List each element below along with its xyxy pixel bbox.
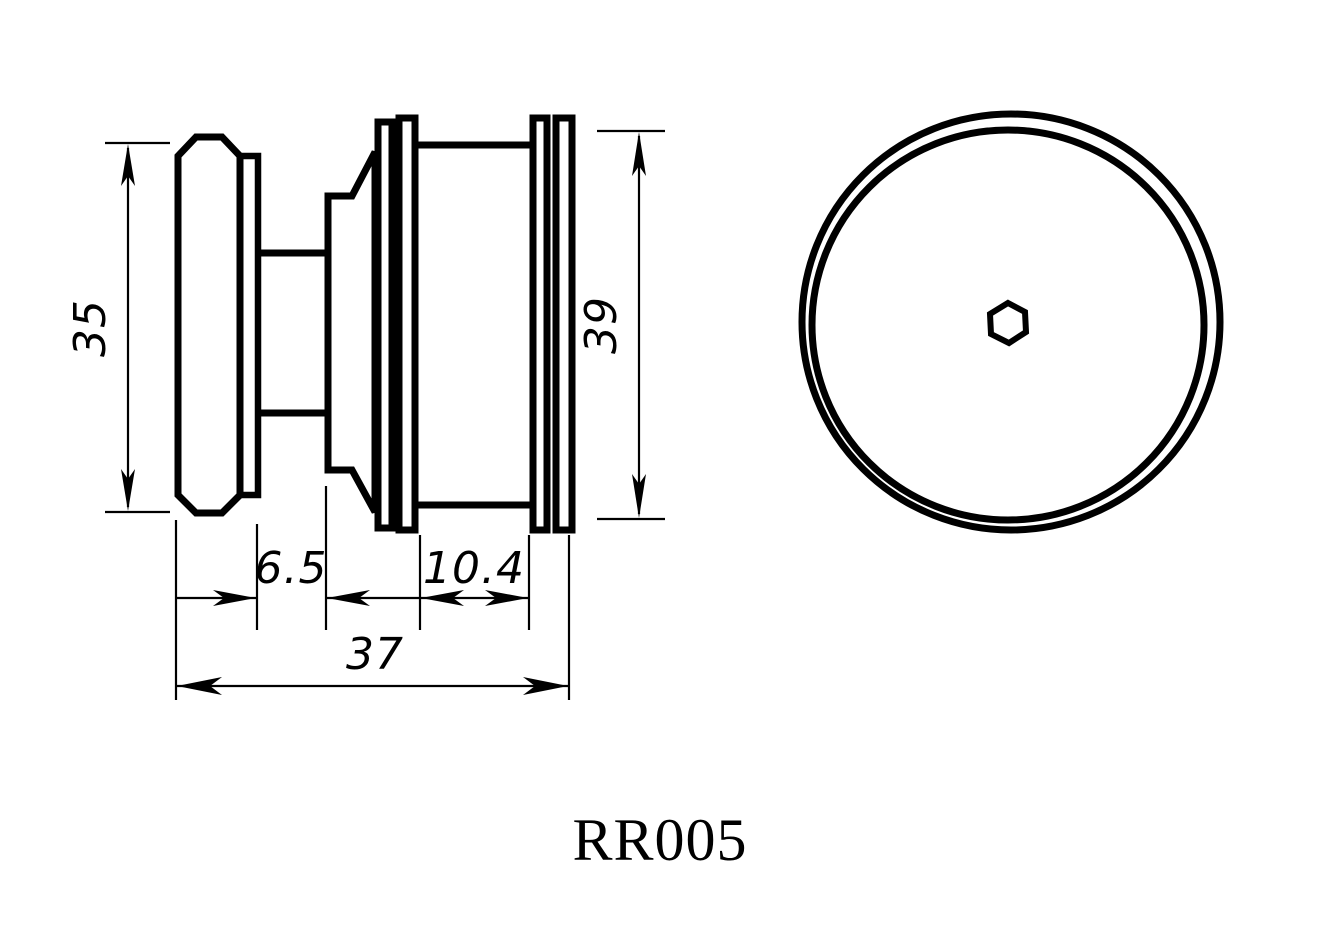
hex-socket-icon xyxy=(986,299,1030,347)
dimension-6-5: 6.5 xyxy=(176,543,420,606)
dim-10-4-arrow-right xyxy=(485,590,528,606)
dim-10-4-label: 10.4 xyxy=(423,543,525,594)
flange-body-profile xyxy=(324,150,379,514)
dimension-39: 39 xyxy=(576,129,665,521)
dim-10-4-arrow-left xyxy=(421,590,464,606)
cap-washer-plate xyxy=(240,152,262,499)
dim-37-arrow-right xyxy=(523,677,568,695)
dim-6-5-arrow-right xyxy=(327,590,370,606)
inner-circle xyxy=(808,126,1208,524)
outer-circle xyxy=(798,110,1224,534)
dimension-10-4: 10.4 xyxy=(420,543,529,606)
horizontal-extension-lines xyxy=(174,486,571,700)
cap-head-profile xyxy=(174,133,244,517)
dim-35-arrow-top xyxy=(121,144,135,186)
rim-plate-left-outer xyxy=(395,114,419,534)
rim-plate-right-inner xyxy=(529,114,551,534)
front-circular-view xyxy=(798,110,1224,534)
dim-6-5-arrow-left xyxy=(213,590,256,606)
dim-37-arrow-left xyxy=(177,677,222,695)
rim-plate-right-outer xyxy=(552,114,576,534)
dim-39-arrow-bottom xyxy=(632,474,646,518)
dim-6-5-label: 6.5 xyxy=(255,543,328,594)
rim-plate-left-inner xyxy=(374,118,396,532)
dim-37-label: 37 xyxy=(346,629,404,680)
dim-35-label: 35 xyxy=(65,299,116,357)
dim-35-arrow-bottom xyxy=(121,469,135,511)
dimension-37: 37 xyxy=(176,629,569,695)
dim-39-arrow-top xyxy=(632,132,646,176)
side-section-view xyxy=(174,114,576,534)
dimension-35: 35 xyxy=(65,141,170,514)
page-title: RR005 xyxy=(572,807,747,873)
dim-39-label: 39 xyxy=(576,296,627,354)
